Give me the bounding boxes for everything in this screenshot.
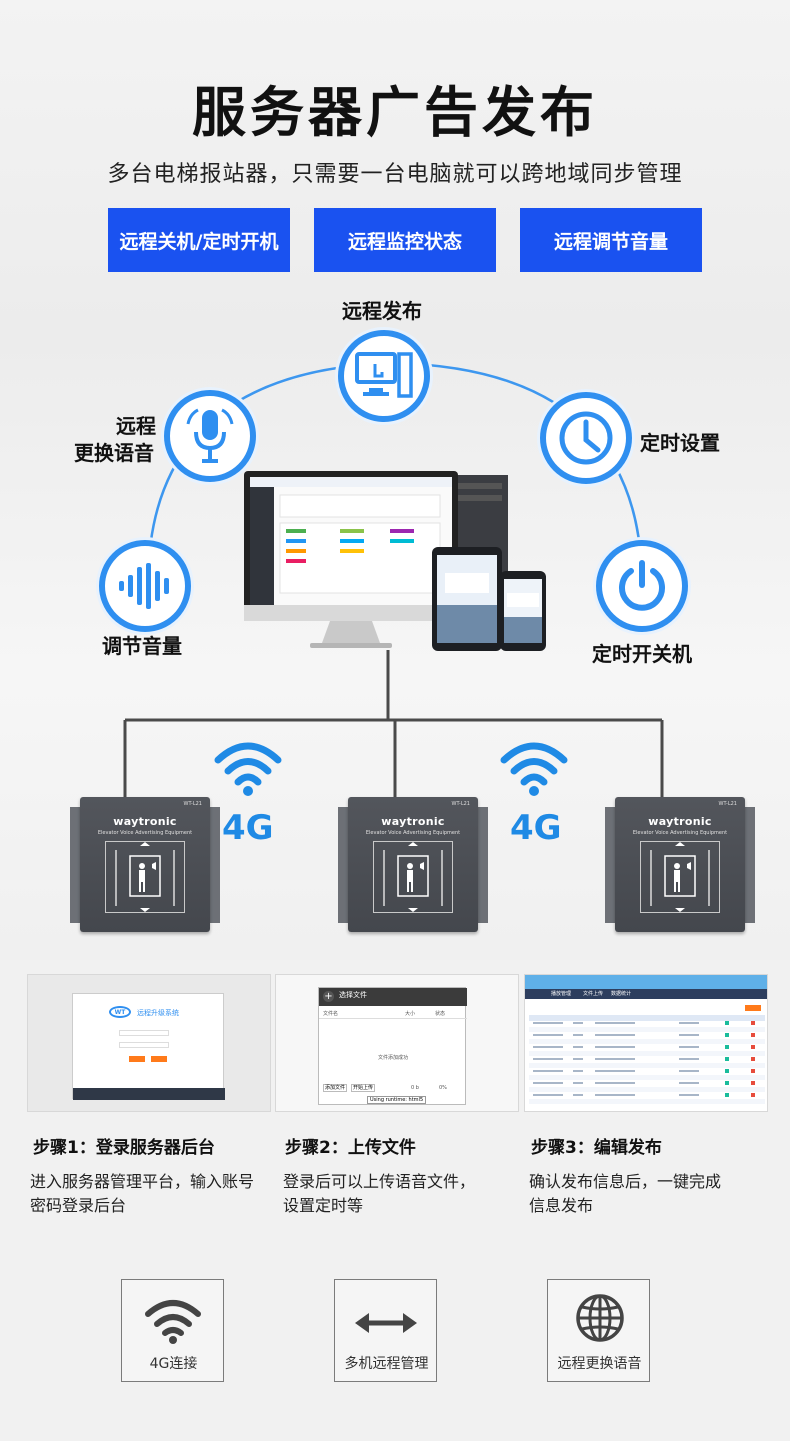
step2-title: 步骤2：上传文件 (285, 1138, 416, 1158)
icon-box-multi-remote: 多机远程管理 (334, 1279, 437, 1382)
computer-touch-icon (355, 352, 413, 398)
node-label-power: 定时开关机 (592, 642, 692, 666)
step2-screenshot: + 选择文件 文件名 大小 状态 文件添加成功 添加文件 开始上传 0 b 0%… (275, 974, 519, 1112)
feature-remote-volume: 远程调节音量 (520, 208, 702, 272)
step2-add-file-button: 添加文件 (323, 1084, 347, 1092)
node-label-voice-1: 远程 (116, 414, 156, 438)
step2-upload-button: 开始上传 (351, 1084, 375, 1092)
step1-screenshot: WT 远程升级系统 (27, 974, 271, 1112)
icon-box-4g: 4G连接 (121, 1279, 224, 1382)
device-right: WT-L21 waytronic Elevator Voice Advertis… (605, 797, 755, 932)
step1-system-name: 远程升级系统 (137, 1009, 179, 1017)
step2-desc: 登录后可以上传语音文件， 设置定时等 (283, 1172, 476, 1215)
sound-wave-icon (119, 563, 169, 609)
step1-logo: WT (109, 1006, 131, 1018)
step2-dialog-title: 选择文件 (339, 991, 367, 999)
elevator-icon (640, 841, 720, 913)
step3-screenshot: 播放管理 文件上传 数据统计 (524, 974, 768, 1112)
node-volume (99, 540, 191, 632)
icon-label-remote-voice: 远程更换语音 (557, 1356, 642, 1372)
double-arrow-icon (355, 1313, 417, 1333)
icon-box-remote-voice: 远程更换语音 (547, 1279, 650, 1382)
device-center: WT-L21 waytronic Elevator Voice Advertis… (338, 797, 488, 932)
device-left: WT-L21 waytronic Elevator Voice Advertis… (70, 797, 220, 932)
feature-remote-monitor: 远程监控状态 (314, 208, 496, 272)
page-subtitle: 多台电梯报站器，只需要一台电脑就可以跨地域同步管理 (107, 162, 683, 187)
node-publish (338, 330, 430, 422)
node-label-publish: 远程发布 (342, 299, 422, 323)
feature-remote-shutdown: 远程关机/定时开机 (108, 208, 290, 272)
elevator-icon (105, 841, 185, 913)
wifi-signal-icon-right (500, 742, 568, 796)
device-brand: waytronic (648, 815, 712, 828)
step3-desc: 确认发布信息后，一键完成 信息发布 (529, 1172, 722, 1215)
globe-icon (576, 1294, 624, 1342)
device-brand: waytronic (381, 815, 445, 828)
network-label-left: 4G (222, 808, 274, 848)
step1-desc: 进入服务器管理平台，输入账号 密码登录后台 (30, 1172, 255, 1215)
node-voice (164, 390, 256, 482)
node-label-timer: 定时设置 (640, 431, 720, 455)
step2-empty-text: 文件添加成功 (377, 1055, 408, 1061)
device-brand: waytronic (113, 815, 177, 828)
computer-illustration (244, 471, 546, 651)
node-label-volume: 调节音量 (102, 634, 182, 658)
node-power (596, 540, 688, 632)
node-label-voice-2: 更换语音 (74, 441, 154, 465)
clock-icon (559, 411, 613, 465)
add-icon: + (323, 991, 334, 1002)
step3-title: 步骤3：编辑发布 (531, 1138, 662, 1158)
wifi-icon (145, 1300, 201, 1344)
elevator-icon (373, 841, 453, 913)
icon-label-multi-remote: 多机远程管理 (344, 1356, 429, 1372)
step1-title: 步骤1：登录服务器后台 (33, 1138, 215, 1158)
power-icon (619, 560, 665, 611)
microphone-icon (186, 408, 234, 463)
step3-data-table (529, 1015, 765, 1104)
network-label-right: 4G (510, 808, 562, 848)
wifi-signal-icon-left (214, 742, 282, 796)
page-title: 服务器广告发布 (192, 81, 598, 144)
node-timer (540, 392, 632, 484)
icon-label-4g: 4G连接 (149, 1356, 198, 1372)
